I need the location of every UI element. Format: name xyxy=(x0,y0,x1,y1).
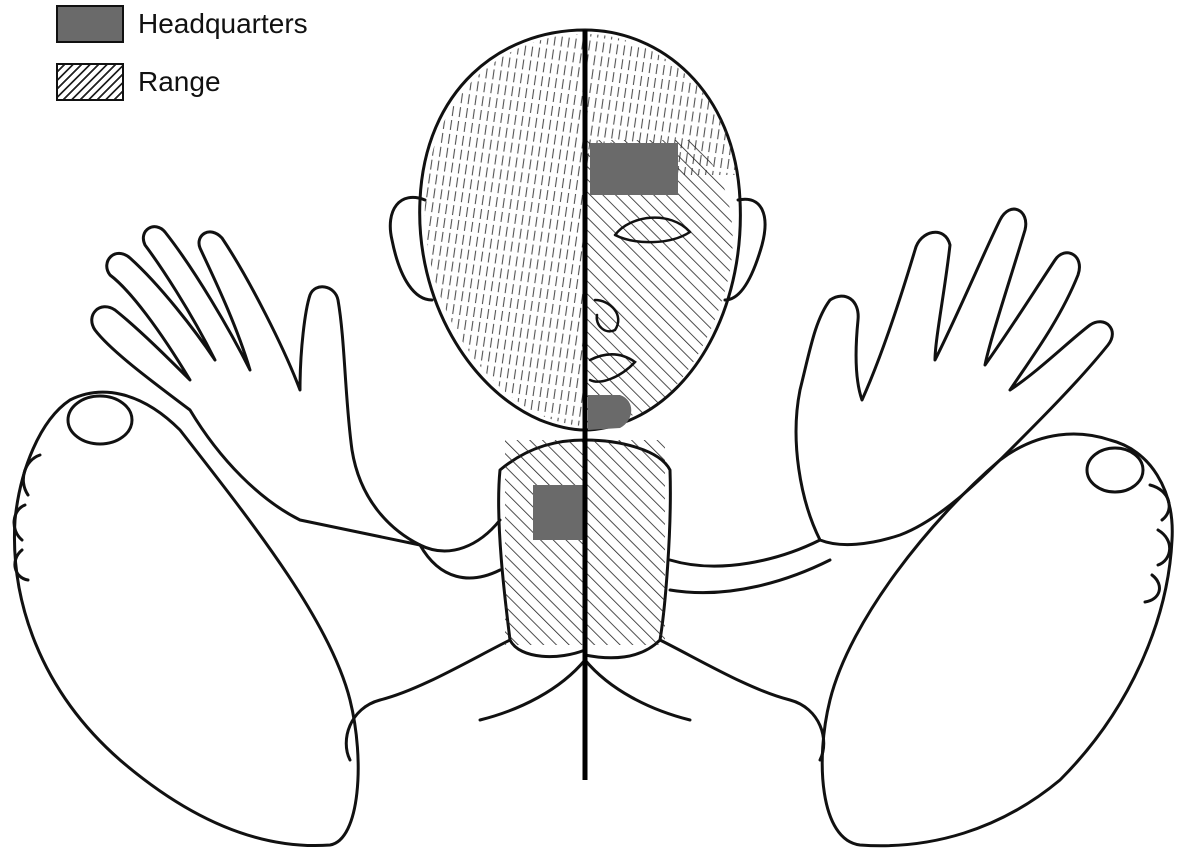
left-big-toe xyxy=(68,396,132,444)
legend-item-range: Range xyxy=(56,62,308,102)
left-hand xyxy=(92,227,420,545)
legend-label-headquarters: Headquarters xyxy=(138,8,308,40)
legend-label-range: Range xyxy=(138,66,221,98)
headquarters-forehead xyxy=(590,143,678,195)
right-foot xyxy=(822,434,1172,846)
left-foot xyxy=(14,392,358,845)
headquarters-chin xyxy=(588,395,631,430)
range-swatch xyxy=(56,63,124,101)
right-arm xyxy=(670,540,830,593)
headquarters-chest xyxy=(533,485,585,540)
headquarters-swatch xyxy=(56,5,124,43)
left-arm xyxy=(420,520,500,578)
right-big-toe xyxy=(1087,448,1143,492)
hair-left xyxy=(425,34,585,426)
legend: Headquarters Range xyxy=(56,4,308,120)
legend-item-headquarters: Headquarters xyxy=(56,4,308,44)
right-hand xyxy=(796,209,1112,544)
